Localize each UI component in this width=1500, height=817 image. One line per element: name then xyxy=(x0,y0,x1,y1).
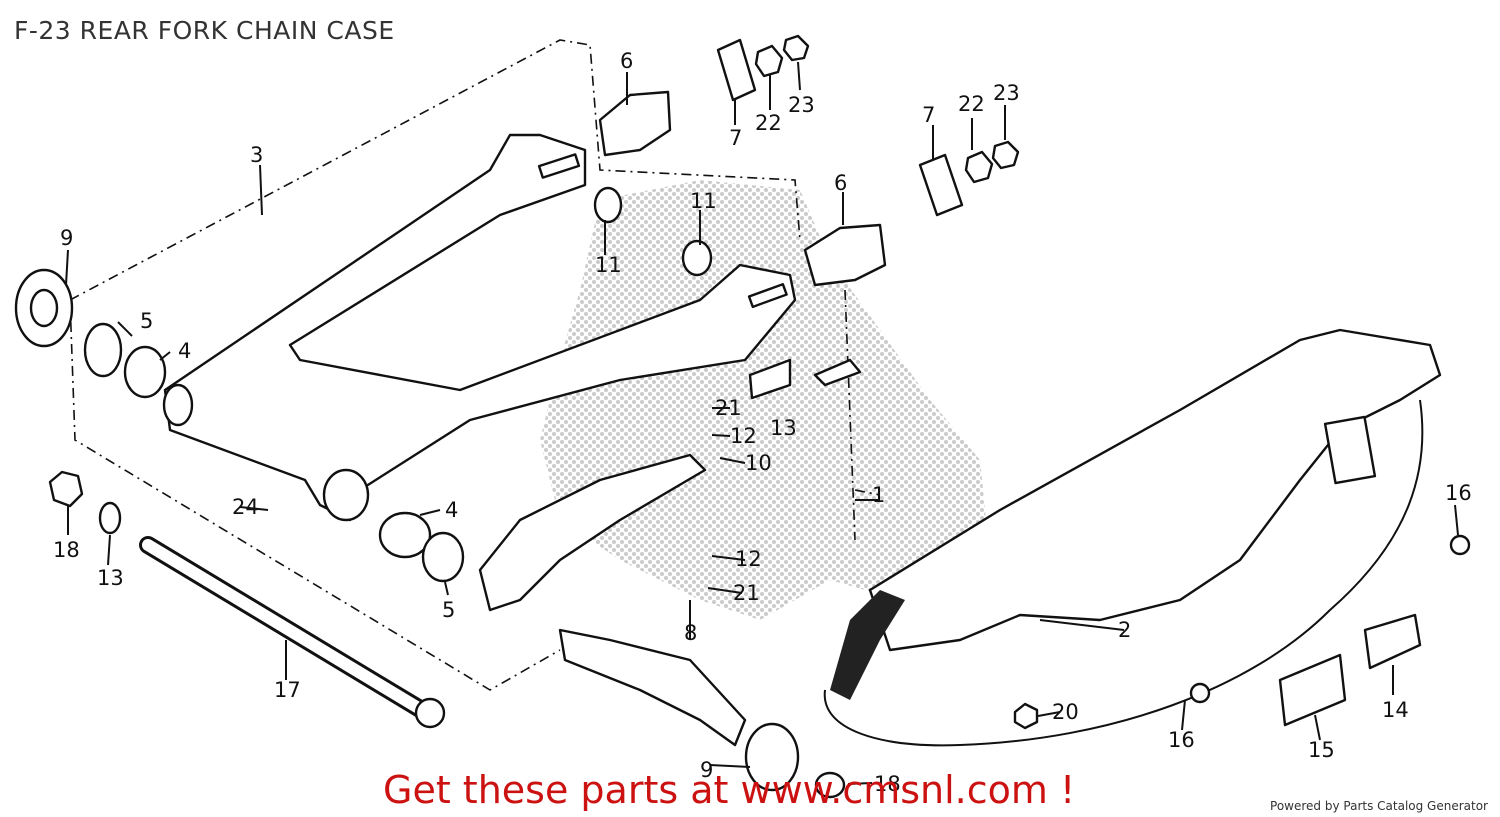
bearing-4-right xyxy=(378,511,432,559)
callout-4-right: 4 xyxy=(445,498,458,522)
nut-23-right xyxy=(991,140,1020,170)
bearing-4-left xyxy=(123,345,167,399)
callout-13-left: 13 xyxy=(97,566,124,590)
nut-18-left xyxy=(48,470,84,508)
callout-5-left: 5 xyxy=(140,309,153,333)
swingarm-outline xyxy=(69,39,881,691)
nut-22-upper xyxy=(754,44,784,78)
nut-23-upper xyxy=(782,34,810,62)
callout-12-lower: 12 xyxy=(735,547,762,571)
chain-slider-arm xyxy=(558,628,747,747)
seal-9-bottom xyxy=(744,722,800,792)
callout-22-right: 22 xyxy=(958,92,985,116)
nut-22-right xyxy=(964,150,994,184)
nut-20 xyxy=(1013,702,1039,730)
seal-5-left xyxy=(83,322,123,378)
callout-11-upper: 11 xyxy=(690,189,717,213)
callout-5-right: 5 xyxy=(442,598,455,622)
swingarm-pivot-boss xyxy=(322,468,370,522)
pivot-shaft-head xyxy=(414,697,446,729)
callout-24: 24 xyxy=(232,495,259,519)
callout-22-upper: 22 xyxy=(755,111,782,135)
callout-20: 20 xyxy=(1052,700,1079,724)
bolt-16-lower xyxy=(1189,682,1211,704)
callout-13-upper: 13 xyxy=(770,416,797,440)
callout-1: 1 xyxy=(872,483,885,507)
chain-guard-loop xyxy=(823,399,1424,747)
callout-23-right: 23 xyxy=(993,81,1020,105)
washer-18-bottom xyxy=(814,771,846,799)
adjuster-slot-left xyxy=(537,153,581,179)
sticker-15 xyxy=(1278,653,1347,727)
seal-9-left-inner xyxy=(29,288,59,328)
chain-slider xyxy=(478,453,707,612)
callout-7-right: 7 xyxy=(922,103,935,127)
seal-5-right xyxy=(421,531,465,583)
callout-6-right: 6 xyxy=(834,171,847,195)
drive-chain xyxy=(830,590,905,700)
chain-case-tab xyxy=(1323,415,1377,485)
callout-3: 3 xyxy=(250,143,263,167)
callout-15: 15 xyxy=(1308,738,1335,762)
callout-17: 17 xyxy=(274,678,301,702)
callout-16-right: 16 xyxy=(1445,481,1472,505)
pivot-shaft-core xyxy=(142,539,431,718)
diagram-title: F-23 REAR FORK CHAIN CASE xyxy=(14,16,395,45)
callout-10: 10 xyxy=(745,451,772,475)
bolt-16-right xyxy=(1449,534,1471,556)
callout-21-lower: 21 xyxy=(733,581,760,605)
watermark-shape xyxy=(540,180,990,620)
callout-2: 2 xyxy=(1118,618,1131,642)
chain-adjuster-6-upper xyxy=(598,90,672,157)
callout-21-upper: 21 xyxy=(715,396,742,420)
swingarm-pivot-end xyxy=(162,383,194,427)
buy-parts-link[interactable]: Get these parts at www.cmsnl.com ! xyxy=(383,768,1076,812)
callout-4-left: 4 xyxy=(178,339,191,363)
collar-11-upper xyxy=(593,186,623,224)
adjuster-slot-right xyxy=(747,283,788,309)
adjuster-plate-7-upper xyxy=(716,38,757,102)
callout-23-upper: 23 xyxy=(788,93,815,117)
callout-9-left: 9 xyxy=(60,226,73,250)
callout-16-lower: 16 xyxy=(1168,728,1195,752)
callout-6-upper: 6 xyxy=(620,49,633,73)
callout-7-upper: 7 xyxy=(729,126,742,150)
collar-11-lower xyxy=(681,239,713,277)
callout-18-left: 18 xyxy=(53,538,80,562)
callout-11-lower: 11 xyxy=(595,253,622,277)
sticker-13b xyxy=(813,358,862,387)
callout-12-upper: 12 xyxy=(730,424,757,448)
callout-8: 8 xyxy=(684,621,697,645)
callout-14: 14 xyxy=(1382,698,1409,722)
washer-13-left xyxy=(98,501,122,535)
chain-adjuster-6-right xyxy=(803,223,887,287)
sticker-13 xyxy=(748,358,792,400)
callout-18-bottom: 18 xyxy=(874,772,901,796)
leader-lines xyxy=(65,61,1459,785)
adjuster-plate-7-right xyxy=(918,153,964,217)
callout-9-bottom: 9 xyxy=(700,758,713,782)
sticker-14 xyxy=(1363,613,1422,670)
powered-by-credit: Powered by Parts Catalog Generator xyxy=(1270,799,1488,813)
